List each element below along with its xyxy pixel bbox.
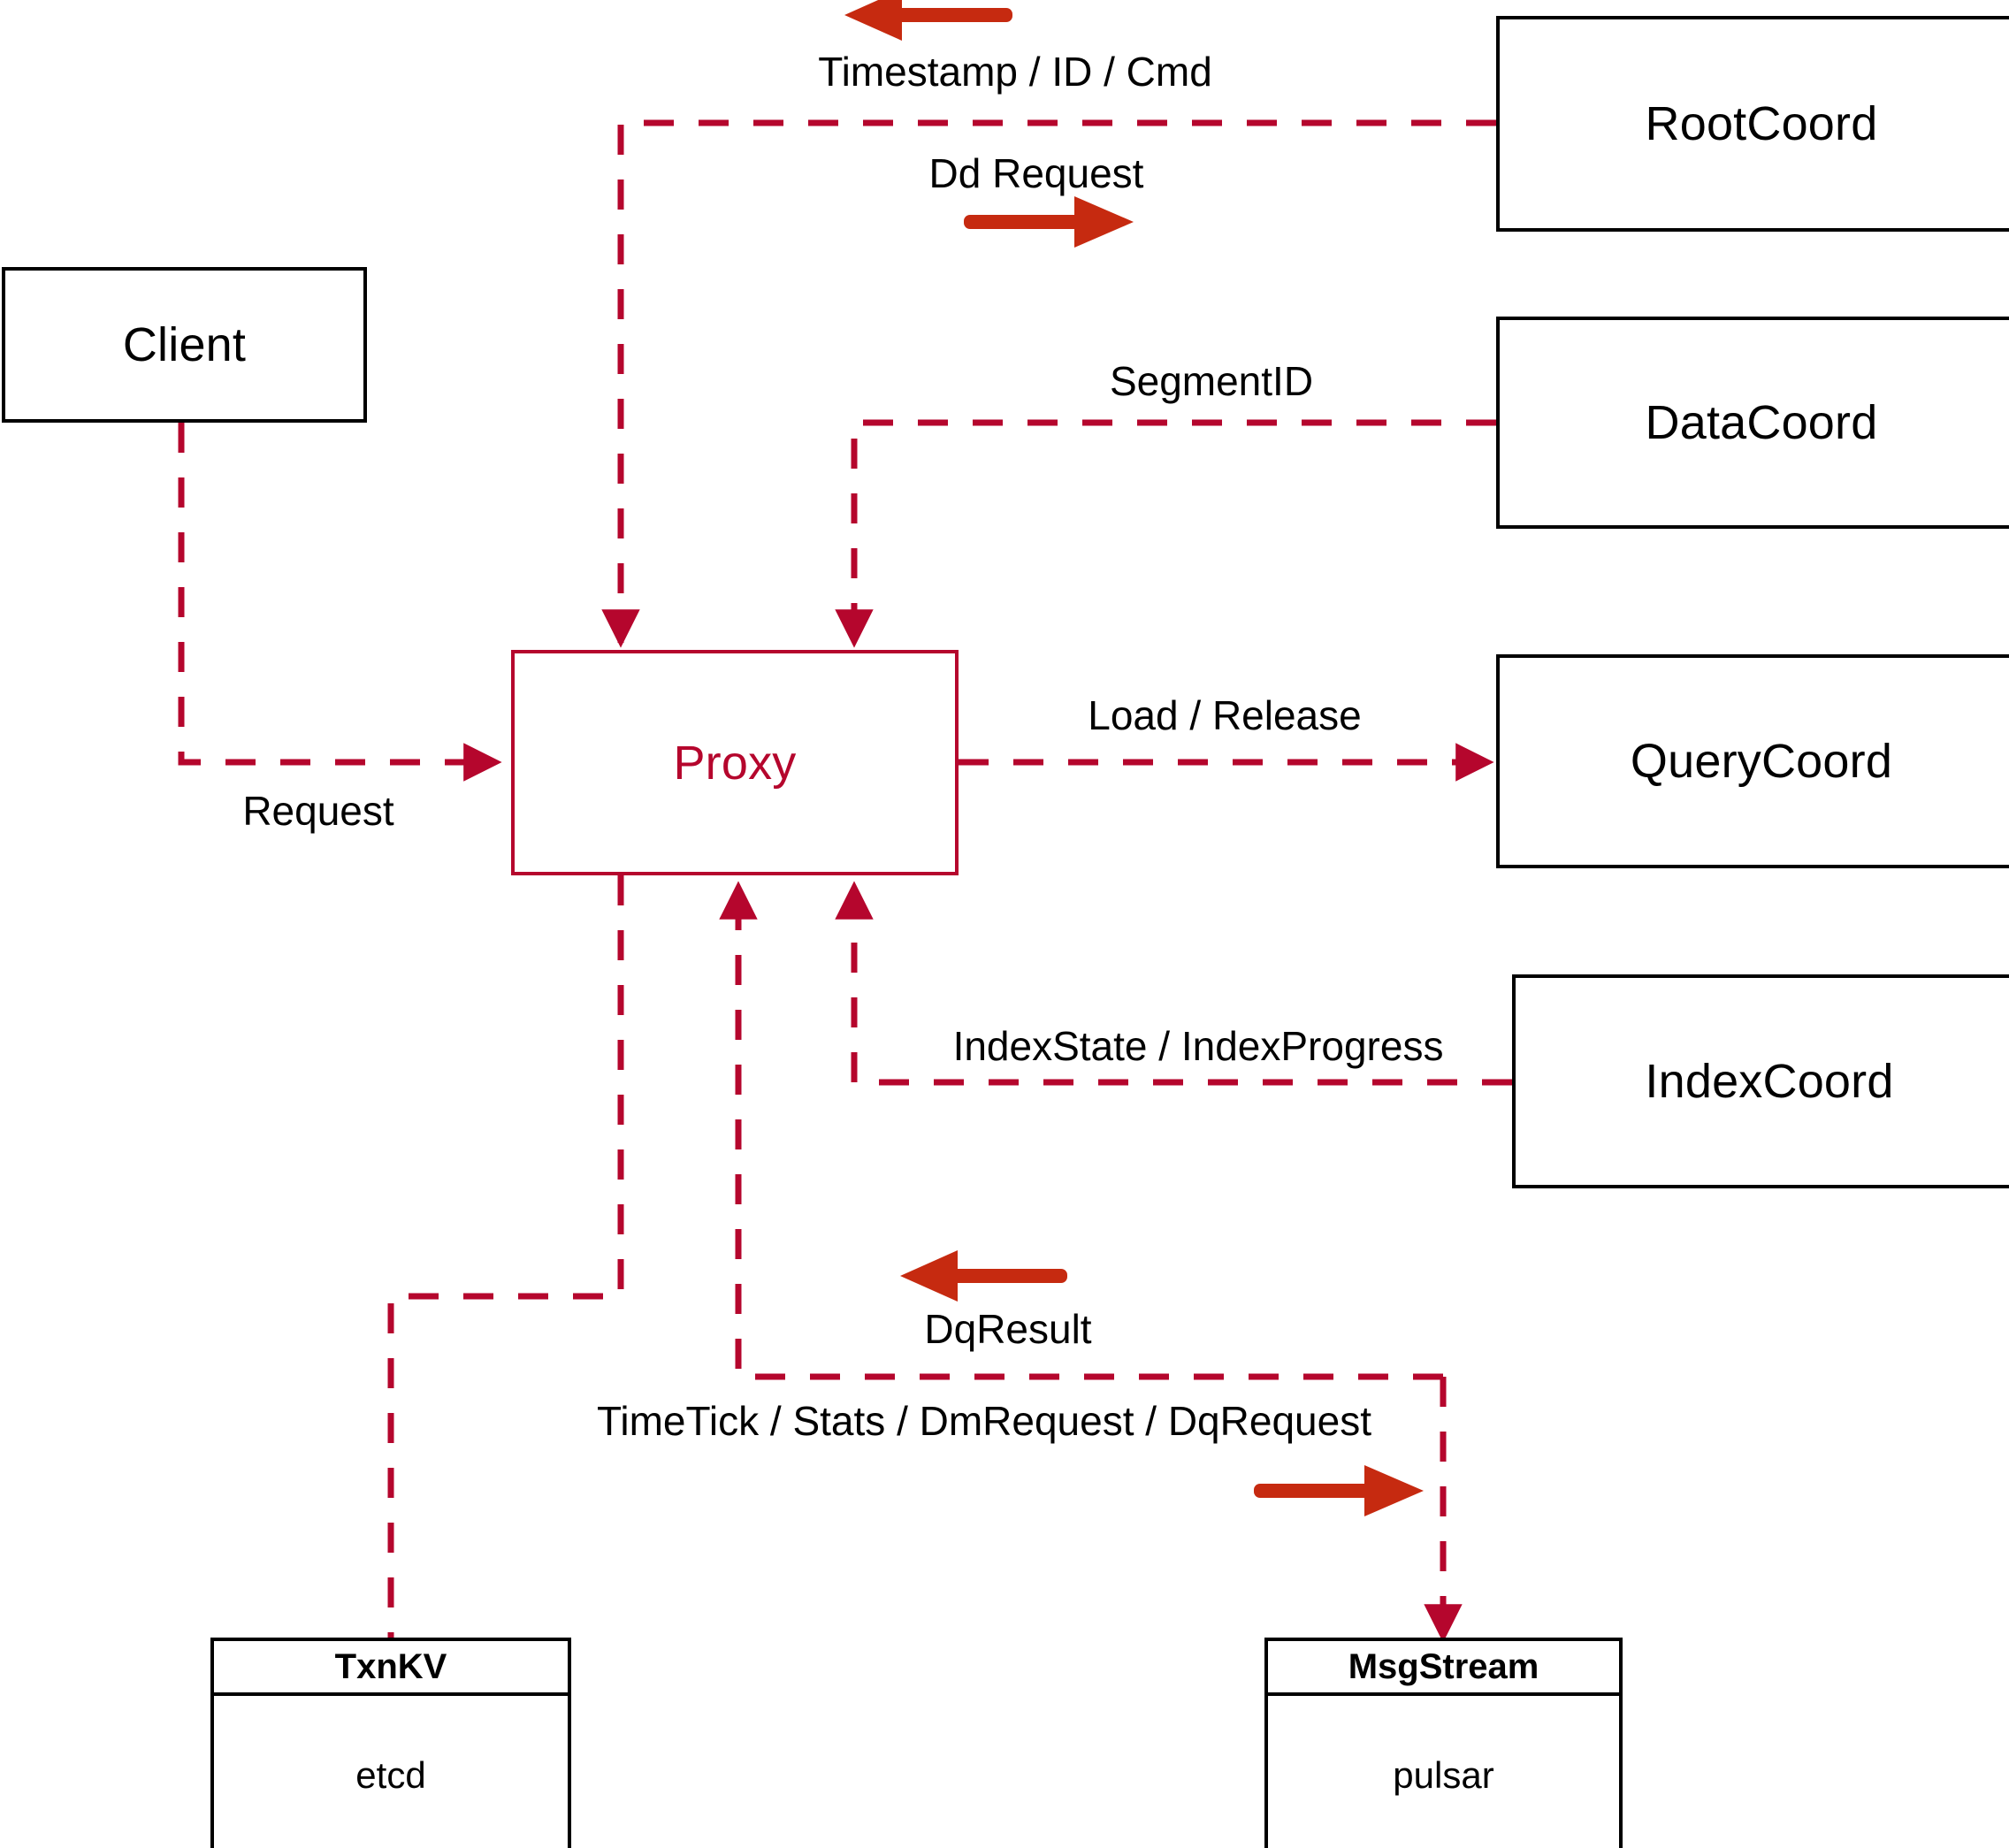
- flow-datacoord-to-proxy: [835, 419, 1496, 648]
- node-datacoord-label: DataCoord: [1645, 396, 1878, 449]
- direction-indicator-arrows: [844, 0, 1424, 1516]
- node-rootcoord[interactable]: RootCoord: [1496, 16, 2009, 232]
- arrow-indicator-dq-result: [900, 1250, 1067, 1302]
- edge-label-index-state-progress: IndexState / IndexProgress: [952, 1023, 1444, 1069]
- flow-msgstream-to-proxy: [719, 881, 1443, 1380]
- edge-label-segment-id: SegmentID: [1109, 358, 1314, 404]
- edge-label-timestamp-id-cmd: Timestamp / ID / Cmd: [818, 49, 1212, 95]
- flow-client-to-proxy: [178, 423, 502, 782]
- node-txnkv-impl: etcd: [355, 1754, 426, 1796]
- node-datacoord[interactable]: DataCoord: [1496, 317, 2009, 529]
- node-rootcoord-label: RootCoord: [1645, 97, 1878, 150]
- node-msgstream-title: MsgStream: [1268, 1641, 1619, 1696]
- node-msgstream[interactable]: MsgStream pulsar: [1264, 1638, 1623, 1848]
- arrow-indicator-timetick-stats: [1254, 1465, 1424, 1516]
- edge-label-load-release: Load / Release: [1088, 692, 1362, 738]
- node-txnkv-title: TxnKV: [214, 1641, 568, 1696]
- node-txnkv[interactable]: TxnKV etcd: [210, 1638, 571, 1848]
- arrow-indicator-timestamp-id-cmd: [844, 0, 1012, 41]
- flow-proxy-to-txnkv: [387, 875, 624, 1638]
- flow-rootcoord-to-proxy: [601, 119, 1496, 648]
- edge-label-dd-request: Dd Request: [928, 150, 1144, 196]
- node-indexcoord-label: IndexCoord: [1645, 1055, 1894, 1108]
- node-msgstream-impl: pulsar: [1393, 1754, 1494, 1796]
- node-indexcoord[interactable]: IndexCoord: [1512, 974, 2009, 1188]
- flow-indexcoord-to-proxy: [835, 881, 1512, 1086]
- node-proxy-label: Proxy: [673, 736, 797, 790]
- node-proxy[interactable]: Proxy: [511, 650, 959, 875]
- node-querycoord[interactable]: QueryCoord: [1496, 654, 2009, 868]
- edge-label-timetick-stats-dm-dq: TimeTick / Stats / DmRequest / DqRequest: [597, 1398, 1371, 1444]
- edge-label-dq-result: DqResult: [924, 1306, 1092, 1352]
- node-client[interactable]: Client: [2, 267, 367, 423]
- node-querycoord-label: QueryCoord: [1630, 735, 1893, 788]
- node-client-label: Client: [122, 318, 247, 371]
- arrow-indicator-dd-request: [964, 196, 1134, 248]
- edge-label-request: Request: [242, 788, 394, 834]
